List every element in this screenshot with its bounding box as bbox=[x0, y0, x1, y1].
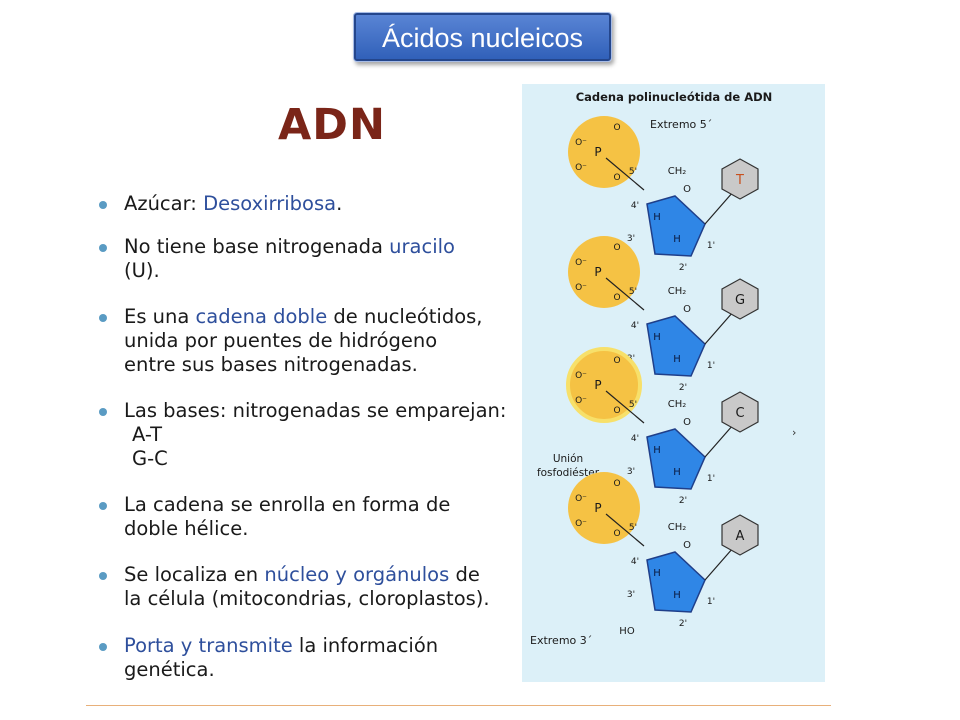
phosphate-o-label: O⁻ bbox=[575, 519, 587, 529]
phosphate-o-label: O bbox=[613, 356, 620, 366]
phosphate-o-label: O bbox=[613, 529, 620, 539]
ring-h-label: H bbox=[653, 332, 661, 343]
footer-divider bbox=[86, 705, 831, 706]
phosphate-o-label: O⁻ bbox=[575, 283, 587, 293]
carbon-label: 1' bbox=[707, 361, 715, 371]
carbon-label: 5' bbox=[629, 523, 637, 533]
pair-g-c: G-C bbox=[132, 447, 168, 470]
base-ring bbox=[721, 514, 759, 556]
base-ring bbox=[721, 391, 759, 433]
ring-h-label: H bbox=[653, 445, 661, 456]
bullet-text: Azúcar: Desoxirribosa. bbox=[124, 192, 343, 215]
phosphate-o-label: O bbox=[613, 243, 620, 253]
carbon-label: 4' bbox=[631, 201, 639, 211]
terminal-ho-label: HO bbox=[619, 626, 635, 637]
bullet-genetic-info: Porta y transmite la información genétic… bbox=[96, 634, 438, 682]
bond-label-line1: Unión bbox=[553, 453, 583, 465]
phosphate-o-label: O⁻ bbox=[575, 138, 587, 148]
carbon-label: 4' bbox=[631, 434, 639, 444]
label-5-end: Extremo 5´ bbox=[650, 118, 712, 131]
sugar-ring bbox=[646, 428, 706, 490]
bullet-location: Se localiza en núcleo y orgánulos de la … bbox=[96, 563, 490, 611]
phosphate-p-label: P bbox=[594, 501, 601, 515]
carbon-label: 1' bbox=[707, 597, 715, 607]
phosphate-group bbox=[566, 347, 642, 423]
phosphate-p-label: P bbox=[594, 145, 601, 159]
phosphate-o-label: O bbox=[613, 406, 620, 416]
bullet-double-chain: Es una cadena doble de nucleótidos, unid… bbox=[96, 305, 483, 377]
sugar-ch2-label: CH₂ bbox=[668, 399, 687, 410]
base-letter-g: G bbox=[735, 293, 745, 308]
carbon-label: 5' bbox=[629, 400, 637, 410]
bullet-sugar: Azúcar: Desoxirribosa. bbox=[96, 192, 342, 216]
base-ring bbox=[721, 158, 759, 200]
phosphate-o-label: O⁻ bbox=[575, 163, 587, 173]
sugar-o-label: O bbox=[683, 184, 691, 195]
carbon-label: 3' bbox=[627, 467, 635, 477]
phosphate-o-label: O⁻ bbox=[575, 371, 587, 381]
phosphate-o-label: O⁻ bbox=[575, 258, 587, 268]
phosphate-o-label: O⁻ bbox=[575, 396, 587, 406]
carbon-label: 5' bbox=[629, 167, 637, 177]
carbon-label: 2' bbox=[679, 619, 687, 629]
ring-h-label: H bbox=[673, 590, 681, 601]
phosphate-o-label: O bbox=[613, 479, 620, 489]
sugar-ring bbox=[646, 195, 706, 257]
phosphate-o-label: O bbox=[613, 293, 620, 303]
bullet-base-pairs: Las bases: nitrogenadas se emparejan: A-… bbox=[96, 399, 506, 471]
carbon-label: 2' bbox=[679, 383, 687, 393]
sugar-ch2-label: CH₂ bbox=[668, 166, 687, 177]
sugar-o-label: O bbox=[683, 540, 691, 551]
sugar-ch2-label: CH₂ bbox=[668, 522, 687, 533]
sugar-ring bbox=[646, 315, 706, 377]
sugar-ch2-label: CH₂ bbox=[668, 286, 687, 297]
sugar-o-label: O bbox=[683, 417, 691, 428]
phosphate-group bbox=[568, 472, 640, 544]
ring-h-label: H bbox=[653, 212, 661, 223]
carbon-label: 1' bbox=[707, 474, 715, 484]
phosphate-p-label: P bbox=[594, 378, 601, 392]
phosphate-group bbox=[568, 236, 640, 308]
svg-text:›: › bbox=[792, 426, 796, 439]
ring-h-label: H bbox=[673, 234, 681, 245]
pair-a-t: A-T bbox=[132, 423, 163, 446]
label-3-end: Extremo 3´ bbox=[530, 634, 592, 647]
sugar-o-label: O bbox=[683, 304, 691, 315]
ring-h-label: H bbox=[673, 354, 681, 365]
slide-title: ADN bbox=[278, 100, 386, 150]
topic-badge: Ácidos nucleicos bbox=[353, 12, 612, 62]
phosphate-group bbox=[568, 116, 640, 188]
bond-label-line2: fosfodiéster bbox=[537, 467, 600, 479]
diagram-title: Cadena polinucleótida de ADN bbox=[576, 90, 773, 104]
ring-h-label: H bbox=[653, 568, 661, 579]
base-letter-c: C bbox=[735, 406, 744, 421]
dna-chain-diagram: Cadena polinucleótida de ADN Extremo 5´ … bbox=[522, 84, 825, 682]
base-letter-t: T bbox=[735, 173, 744, 188]
carbon-label: 4' bbox=[631, 557, 639, 567]
ring-h-label: H bbox=[673, 467, 681, 478]
nucleotide-units: PO⁻O⁻OOHHOCH₂5'4'3'2'1'TPO⁻O⁻OOHHOCH₂5'4… bbox=[566, 116, 759, 637]
carbon-label: 3' bbox=[627, 234, 635, 244]
sugar-ring bbox=[646, 551, 706, 613]
base-ring bbox=[721, 278, 759, 320]
phosphate-o-label: O bbox=[613, 123, 620, 133]
bullet-helix: La cadena se enrolla en forma de doble h… bbox=[96, 493, 450, 541]
carbon-label: 4' bbox=[631, 321, 639, 331]
base-letter-a: A bbox=[736, 529, 745, 544]
phosphate-p-label: P bbox=[594, 265, 601, 279]
carbon-label: 3' bbox=[627, 590, 635, 600]
carbon-label: 2' bbox=[679, 496, 687, 506]
carbon-label: 1' bbox=[707, 241, 715, 251]
carbon-label: 5' bbox=[629, 287, 637, 297]
carbon-label: 2' bbox=[679, 263, 687, 273]
phosphate-o-label: O bbox=[613, 173, 620, 183]
bullet-uracil: No tiene base nitrogenada uracilo (U). bbox=[96, 235, 455, 283]
phosphate-o-label: O⁻ bbox=[575, 494, 587, 504]
